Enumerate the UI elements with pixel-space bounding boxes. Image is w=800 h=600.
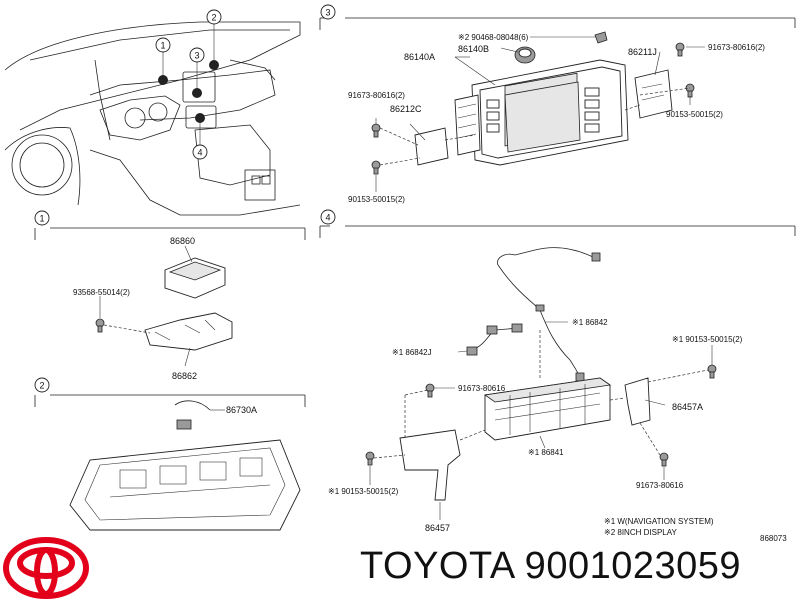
label-86862: 86862	[172, 371, 197, 381]
clip-90468	[594, 31, 608, 44]
screw-icon	[675, 42, 685, 57]
toyota-logo	[3, 537, 89, 599]
dashboard-overview: 1 2 3 4	[4, 9, 301, 216]
label-86841: ※1 86841	[528, 448, 564, 457]
overview-marker-4	[195, 113, 205, 123]
section-2: 2 86730A	[34, 377, 306, 531]
label-91673-left-s4: 91673-80616	[458, 384, 506, 393]
label-86140b: 86140B	[458, 44, 489, 54]
label-90153-left-s4: ※1 90153-50015(2)	[328, 487, 399, 496]
label-90153-right-s4: ※1 90153-50015(2)	[672, 335, 743, 344]
section-1: 1 86860 93568-55014(2) 86862	[34, 210, 306, 381]
label-91673-left: 91673-80616(2)	[348, 91, 405, 100]
bracket-86862	[144, 312, 233, 351]
screw-icon	[365, 451, 375, 466]
screw-icon	[371, 123, 381, 138]
label-86842: ※1 86842	[572, 318, 608, 327]
label-86860: 86860	[170, 236, 195, 246]
section-4: 4	[319, 209, 796, 543]
label-86140a: 86140A	[404, 52, 435, 62]
section-1-callout	[34, 210, 50, 226]
label-86212c: 86212C	[390, 104, 422, 114]
label-90153-right: 90153-50015(2)	[666, 110, 723, 119]
screw-icon	[707, 364, 717, 379]
bracket-86457a	[624, 377, 651, 426]
overview-callout-4-text: 4	[197, 148, 202, 158]
screw-icon	[95, 318, 105, 333]
bracket-86211j	[634, 69, 673, 119]
connector-86842j	[466, 346, 478, 356]
overview-callout-1	[155, 37, 171, 53]
overview-marker-3	[192, 88, 202, 98]
bracket-86457	[399, 429, 461, 501]
overview-callout-3-text: 3	[194, 51, 199, 61]
diagram-code: 868073	[760, 534, 787, 543]
section-2-callout-text: 2	[39, 381, 44, 391]
screw-icon	[685, 83, 695, 98]
label-91673-right-s4: 91673-80616	[636, 481, 684, 490]
screw-icon	[371, 160, 381, 175]
section-2-callout	[34, 377, 50, 393]
section-1-callout-text: 1	[39, 214, 44, 224]
section-4-callout	[320, 209, 336, 225]
label-86842j: ※1 86842J	[392, 348, 432, 357]
screw-icon	[659, 452, 669, 467]
antenna-cable-86842	[497, 247, 596, 266]
label-90153-left: 90153-50015(2)	[348, 195, 405, 204]
note-navigation: ※1 W(NAVIGATION SYSTEM)	[604, 517, 714, 526]
section-3: 3	[319, 4, 796, 204]
overhead-console	[69, 439, 301, 531]
overview-callout-2	[206, 9, 222, 25]
label-86730a: 86730A	[226, 405, 257, 415]
note-display: ※2 8INCH DISPLAY	[604, 528, 677, 537]
section-4-callout-text: 4	[325, 213, 330, 223]
label-90468: ※2 90468-08048(6)	[458, 33, 529, 42]
brand-part-number: TOYOTA 9001023059	[360, 545, 742, 587]
label-86211j: 86211J	[628, 47, 657, 57]
label-86457a: 86457A	[672, 402, 703, 412]
section-3-callout	[320, 4, 336, 20]
label-93568: 93568-55014(2)	[73, 288, 130, 297]
connector-86730a	[176, 419, 192, 430]
section-3-callout-text: 3	[325, 8, 330, 18]
overview-callout-1-text: 1	[160, 41, 165, 51]
label-91673-right: 91673-80616(2)	[708, 43, 765, 52]
overview-marker-2	[209, 60, 219, 70]
overview-callout-3	[189, 47, 205, 63]
overview-callout-2-text: 2	[211, 13, 216, 23]
display-unit-86140	[454, 59, 629, 166]
label-86457: 86457	[425, 523, 450, 533]
bracket-86212c	[414, 127, 449, 166]
overview-callout-4	[192, 144, 208, 160]
overview-marker-1	[158, 75, 168, 85]
